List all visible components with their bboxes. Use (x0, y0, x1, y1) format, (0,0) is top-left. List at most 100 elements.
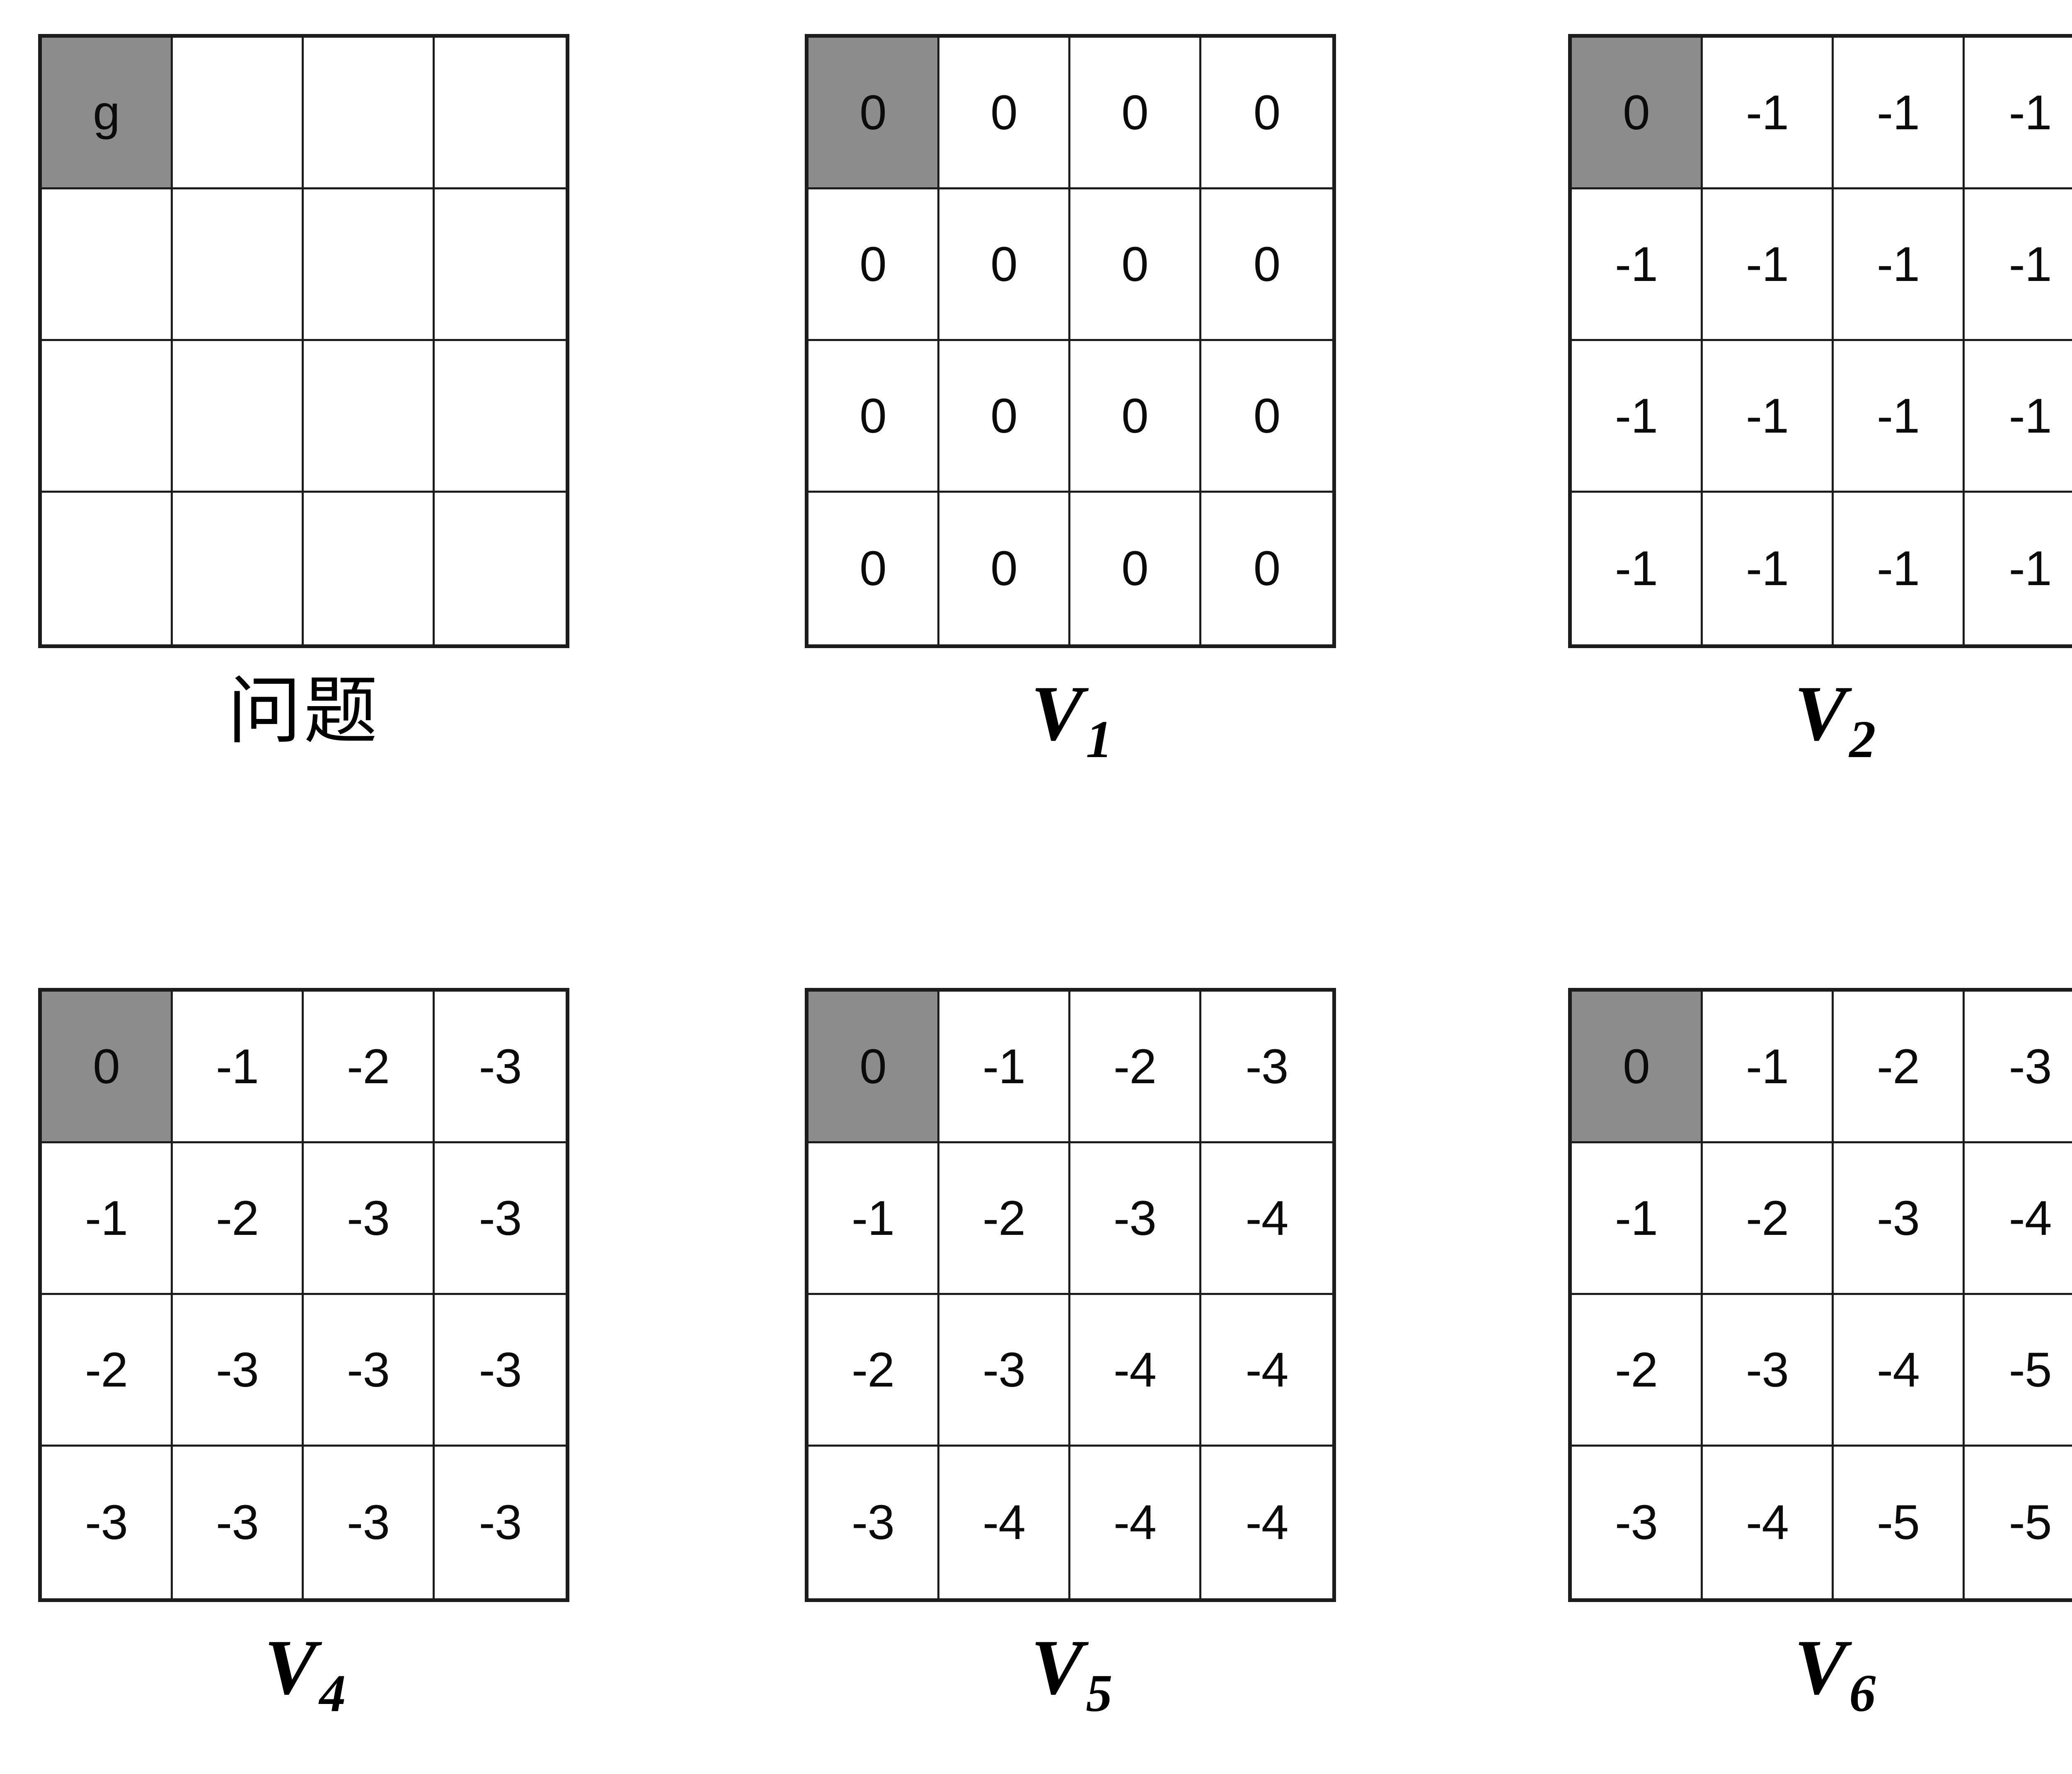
grid-panel-v6: 0-1-2-3-1-2-3-4-2-3-4-5-3-4-5-5 V6 (1568, 988, 2072, 1720)
grid-cell: -4 (1703, 1447, 1834, 1598)
grid-panel-v4: 0-1-2-3-1-2-3-3-2-3-3-3-3-3-3-3 V4 (38, 988, 573, 1720)
grid-cell: 0 (939, 493, 1070, 644)
grid-cell: -3 (435, 1447, 566, 1598)
grid-cell: 0 (42, 992, 173, 1143)
grid-cell: -4 (1834, 1295, 1965, 1447)
grid-cell: -1 (939, 992, 1070, 1143)
grid-cell: -3 (1703, 1295, 1834, 1447)
grid-cell (435, 493, 566, 644)
grid-cell: -3 (304, 1295, 435, 1447)
grid-cell: -1 (1834, 38, 1965, 189)
grid-cell: -1 (1834, 189, 1965, 341)
grid-cell: -3 (304, 1447, 435, 1598)
grid-cell: -2 (808, 1295, 939, 1447)
grid-cell (173, 189, 304, 341)
grid-cell (304, 189, 435, 341)
grid-cell: -1 (1834, 341, 1965, 493)
grid-cell: 0 (808, 493, 939, 644)
grid-cell: -1 (1572, 1143, 1703, 1295)
grid-cell: -5 (1834, 1447, 1965, 1598)
grid-cell: -2 (1070, 992, 1201, 1143)
caption-text: 问题 (228, 668, 380, 754)
caption-v6: V6 (1568, 1624, 2072, 1720)
grid-v2: 0-1-1-1-1-1-1-1-1-1-1-1-1-1-1-1 (1568, 34, 2072, 648)
grid-cell: -2 (42, 1295, 173, 1447)
grid-cell: -3 (304, 1143, 435, 1295)
caption-v2: V2 (1568, 670, 2072, 766)
grid-panel-v5: 0-1-2-3-1-2-3-4-2-3-4-4-3-4-4-4 V5 (805, 988, 1339, 1720)
grid-cell: 0 (808, 341, 939, 493)
grid-cell: -3 (1834, 1143, 1965, 1295)
grid-cell (42, 493, 173, 644)
grid-problem: g (38, 34, 569, 648)
grid-cell: -3 (939, 1295, 1070, 1447)
grid-cell: -4 (1201, 1295, 1332, 1447)
caption-symbol: V (1794, 670, 1847, 757)
grid-cell: 0 (939, 341, 1070, 493)
grid-cell (435, 189, 566, 341)
grid-cell: -4 (1070, 1447, 1201, 1598)
grid-cell: -3 (1572, 1447, 1703, 1598)
grid-cell: -3 (1965, 992, 2072, 1143)
caption-v5: V5 (805, 1628, 1336, 1720)
grid-cell (173, 493, 304, 644)
grid-cell: -4 (939, 1447, 1070, 1598)
grid-cell: -2 (1834, 992, 1965, 1143)
grid-cell: 0 (1201, 189, 1332, 341)
grid-cell (304, 341, 435, 493)
caption-symbol: V (1031, 670, 1084, 757)
grid-cell: -1 (1703, 38, 1834, 189)
grid-cell: -5 (1965, 1295, 2072, 1447)
grid-cell: 0 (808, 189, 939, 341)
grid-cell: -1 (1572, 341, 1703, 493)
grid-cell: 0 (808, 38, 939, 189)
caption-subscript: 1 (1086, 710, 1113, 769)
grid-cell: -1 (42, 1143, 173, 1295)
grid-cell: -1 (1572, 189, 1703, 341)
grid-v6: 0-1-2-3-1-2-3-4-2-3-4-5-3-4-5-5 (1568, 988, 2072, 1602)
grid-cell (435, 341, 566, 493)
grid-cell: -4 (1070, 1295, 1201, 1447)
grid-cell: -1 (1965, 38, 2072, 189)
grid-panel-problem: g 问题 (38, 34, 573, 748)
grid-cell: -1 (1703, 189, 1834, 341)
grid-cell: -3 (1201, 992, 1332, 1143)
grid-cell: 0 (1201, 38, 1332, 189)
grid-cell: -2 (304, 992, 435, 1143)
grid-cell (42, 189, 173, 341)
grid-cell: -2 (1703, 1143, 1834, 1295)
grid-cell: -3 (173, 1447, 304, 1598)
grid-cell: -1 (1965, 189, 2072, 341)
grid-cell: 0 (939, 189, 1070, 341)
grid-cell: 0 (1070, 493, 1201, 644)
grid-cell: -3 (1070, 1143, 1201, 1295)
grid-cell (304, 38, 435, 189)
grid-cell: -3 (173, 1295, 304, 1447)
grid-cell: -1 (1703, 992, 1834, 1143)
caption-symbol: V (264, 1624, 317, 1711)
caption-v1: V1 (805, 670, 1336, 766)
grid-cell: -1 (1965, 493, 2072, 644)
grid-cell: 0 (1070, 341, 1201, 493)
grid-cell: -1 (1572, 493, 1703, 644)
grid-cell: 0 (1201, 341, 1332, 493)
caption-subscript: 6 (1849, 1664, 1876, 1723)
grid-cell (173, 38, 304, 189)
grid-cell: -5 (1965, 1447, 2072, 1598)
grid-cell (304, 493, 435, 644)
grid-cell: -1 (173, 992, 304, 1143)
grid-cell: -4 (1201, 1143, 1332, 1295)
grid-cell: 0 (1070, 38, 1201, 189)
caption-symbol: V (1794, 1624, 1847, 1711)
caption-subscript: 5 (1086, 1664, 1113, 1723)
grid-cell (173, 341, 304, 493)
grid-cell: -1 (1834, 493, 1965, 644)
grid-cell (435, 38, 566, 189)
grid-cell: -3 (435, 992, 566, 1143)
grid-cell: g (42, 38, 173, 189)
grid-cell: -4 (1201, 1447, 1332, 1598)
grid-cell: 0 (939, 38, 1070, 189)
